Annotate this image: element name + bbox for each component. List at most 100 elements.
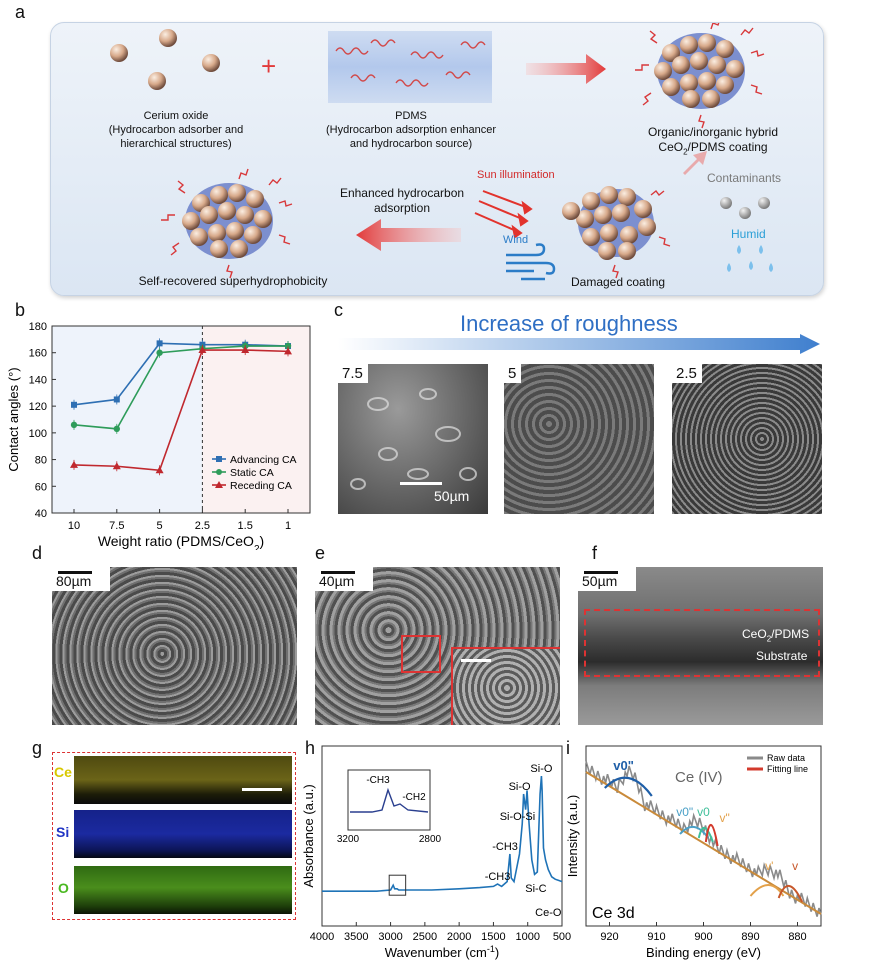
data-point: [241, 346, 250, 354]
sem-image-2-5: 2.5: [672, 364, 822, 514]
x-axis-label: Wavenumber (cm-1): [385, 944, 499, 960]
y-tick-label: 180: [29, 321, 47, 333]
data-point: [71, 401, 77, 408]
x-tick-label: 1.5: [238, 520, 253, 532]
oxidation-state-label: Ce (IV): [675, 769, 723, 786]
peak-label: v0: [697, 805, 710, 819]
schematic-graphics: [110, 18, 773, 281]
inset-label: -CH2: [402, 792, 426, 803]
panel-label-c: c: [334, 300, 343, 320]
x-tick-label: 920: [600, 931, 618, 943]
process-arrow-right: [526, 54, 606, 84]
panel-label-d: d: [32, 543, 43, 563]
data-point: [113, 425, 121, 433]
plot-frame: [51, 325, 311, 514]
peak-label: -CH3: [492, 841, 518, 853]
sem-label-2-5: 2.5: [672, 364, 702, 383]
y-tick-label: 80: [35, 455, 47, 467]
cerium-oxide-particles: [110, 29, 220, 90]
inset-tick-label: 3200: [337, 834, 360, 845]
x-tick-label: 10: [68, 520, 80, 532]
panel-label-h: h: [305, 738, 316, 758]
damaged-coating-cluster: [562, 186, 671, 279]
panel-label-g: g: [32, 738, 43, 758]
peak-fit-v0pp: [604, 776, 653, 797]
sem-label-7-5: 7.5: [338, 364, 368, 383]
peak-label: v": [720, 811, 730, 825]
peak-fit-v: [777, 885, 804, 903]
data-point: [284, 342, 292, 350]
legend-label: Raw data: [767, 753, 805, 763]
data-point: [155, 466, 164, 474]
damaged-coating-label: Damaged coating: [571, 275, 666, 289]
x-tick-label: 3000: [378, 931, 402, 943]
legend-label: Receding CA: [230, 480, 292, 492]
x-tick-label: 880: [788, 931, 806, 943]
x-tick-label: 890: [741, 931, 759, 943]
region-shade-right: [202, 326, 310, 513]
legend-label: Fitting line: [767, 764, 808, 774]
panel-label-i: i: [566, 738, 570, 758]
cerium-oxide-label: Cerium oxide (Hydrocarbon adsorber and h…: [108, 110, 244, 150]
x-tick-label: 500: [553, 931, 571, 943]
legend-marker: [215, 481, 223, 488]
recovered-label: Self-recovered superhydrophobicity: [138, 274, 328, 288]
peak-label: Ce-O: [535, 907, 562, 919]
peak-fit-v0pp-2: [679, 826, 710, 839]
scale-bar-f: [584, 571, 618, 574]
background-line: [585, 771, 822, 915]
data-point: [284, 347, 292, 355]
eds-label-ce: Ce: [54, 764, 72, 780]
scale-bar-e: [321, 571, 355, 574]
sem-label-5: 5: [504, 364, 522, 383]
enhanced-adsorption-label: Enhanced hydrocarbon adsorption: [339, 186, 465, 215]
eds-map-ce: [74, 756, 292, 804]
series-line: [73, 349, 289, 472]
eds-label-si: Si: [56, 824, 70, 840]
scale-bar-g: [242, 788, 282, 791]
inset-region-box: [388, 874, 407, 896]
contaminants-label: Contaminants: [707, 171, 782, 185]
sun-illumination-rays: [474, 190, 533, 239]
sun-illumination-label: Sun illumination: [477, 169, 555, 181]
sem-image-d: 80µm: [52, 567, 297, 725]
peak-fit-vpp: [704, 824, 719, 847]
x-axis-label: Weight ratio (PDMS/CeO2): [98, 533, 264, 550]
y-axis-label: Intensity (a.u.): [566, 795, 580, 877]
recovered-coating-cluster: [161, 168, 293, 279]
sem-image-7-5: 7.5 50µm: [338, 364, 488, 514]
y-tick-label: 160: [29, 348, 47, 360]
pdms-chains: [328, 31, 492, 103]
scale-text-f: 50µm: [582, 573, 618, 589]
roughness-arrow: [338, 334, 820, 354]
x-tick-label: 2000: [447, 931, 471, 943]
scale-text-c: 50µm: [434, 488, 470, 504]
eds-label-o: O: [58, 880, 69, 896]
data-point: [156, 349, 163, 356]
peak-fit-v0: [697, 827, 714, 843]
peak-fit-vp: [749, 884, 785, 897]
inset-label: -CH3: [366, 775, 390, 786]
schematic-panel: + Cerium oxide (Hydrocarbon adsorber and…: [50, 18, 824, 296]
plot-frame: [321, 745, 563, 927]
panel-label-a: a: [15, 2, 26, 22]
sem-image-e: 40µm: [315, 567, 560, 725]
y-tick-label: 100: [29, 428, 47, 440]
hybrid-coating-label: Organic/inorganic hybrid CeO2/PDMS coati…: [647, 125, 779, 157]
wind-icon: [506, 243, 556, 281]
inset-spectrum: [350, 787, 429, 813]
x-axis-label: Binding energy (eV): [646, 945, 761, 960]
inset-tick-label: 2800: [419, 834, 442, 845]
x-tick-label: 3500: [344, 931, 368, 943]
scale-text-d: 80µm: [56, 573, 92, 589]
data-point: [70, 460, 78, 468]
zoom-inset: [451, 647, 560, 725]
wind-label: Wind: [503, 234, 529, 246]
panel-label-f: f: [592, 543, 598, 563]
data-point: [70, 421, 78, 429]
y-tick-label: 120: [29, 401, 47, 413]
x-tick-label: 2.5: [195, 520, 210, 532]
y-axis-label: Absorbance (a.u.): [301, 784, 316, 887]
sem-image-5: 5: [504, 364, 654, 514]
